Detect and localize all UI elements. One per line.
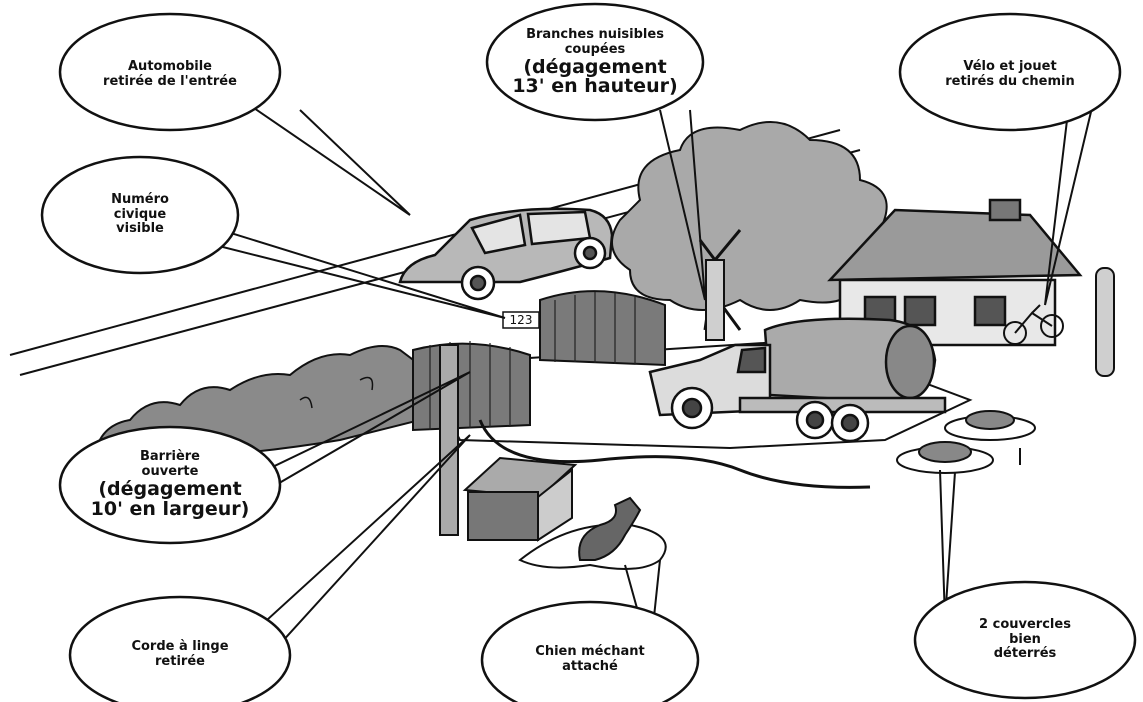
callout-velo-line1: Vélo et jouet — [963, 59, 1057, 75]
callout-branches-line4: 13' en hauteur) — [512, 75, 678, 98]
bicycle-icon — [1003, 304, 1064, 345]
callout-numero: Numéro civique visible — [60, 180, 220, 250]
callout-couvercles-line3: déterrés — [993, 646, 1057, 662]
callout-numero-line1: Numéro — [111, 191, 169, 207]
callout-automobile-line2: retirée de l'entrée — [103, 74, 237, 89]
callout-leaders — [194, 94, 1096, 656]
callout-chien: Chien méchant attaché — [490, 635, 690, 685]
septic-cover-icon — [896, 410, 1036, 474]
callout-couvercles-line2: bien — [1009, 631, 1041, 647]
pole-icon — [1095, 267, 1115, 377]
callout-bubbles — [40, 2, 1137, 702]
dog-icon — [518, 496, 667, 570]
callout-barriere-line1: Barrière — [139, 449, 200, 465]
callout-velo: Vélo et jouet retirés du chemin — [910, 45, 1110, 105]
doghouse-icon — [462, 456, 578, 542]
callout-velo-line2: retirés du chemin — [945, 74, 1075, 89]
callout-barriere-line2: ouverte — [141, 464, 199, 480]
callout-branches-line2: coupées — [564, 41, 626, 57]
callout-branches-line3: (dégagement — [523, 55, 667, 78]
callout-chien-line2: attaché — [562, 659, 618, 674]
callout-corde: Corde à linge retirée — [80, 630, 280, 680]
house-number-plate — [502, 311, 540, 329]
callout-automobile: Automobile retirée de l'entrée — [70, 45, 270, 105]
callout-couvercles-line1: 2 couvercles — [979, 616, 1071, 632]
callout-barriere-line4: 10' en largeur) — [90, 497, 250, 520]
callout-chien-line1: Chien méchant — [535, 644, 645, 660]
callout-numero-line2: civique — [113, 206, 167, 222]
callout-branches-line1: Branches nuisibles — [526, 26, 664, 42]
clothesline-pole-icon — [439, 344, 459, 536]
callout-numero-line3: visible — [116, 221, 164, 237]
callout-corde-line1: Corde à linge — [131, 639, 229, 655]
callout-automobile-line1: Automobile — [128, 59, 212, 75]
tank-truck-icon — [648, 317, 947, 443]
callout-couvercles: 2 couvercles bien déterrés — [925, 610, 1125, 670]
tree-icon — [611, 121, 888, 341]
car-icon — [398, 207, 614, 301]
house-number-label: 123 — [509, 313, 533, 327]
callout-barriere-line3: (dégagement — [98, 478, 242, 500]
callout-corde-line2: retirée — [155, 654, 205, 669]
callout-branches: Branches nuisibles coupées (dégagement 1… — [495, 20, 695, 105]
callout-barriere: Barrière ouverte (dégagement 10' en larg… — [70, 442, 270, 528]
hose-icon — [478, 419, 871, 489]
